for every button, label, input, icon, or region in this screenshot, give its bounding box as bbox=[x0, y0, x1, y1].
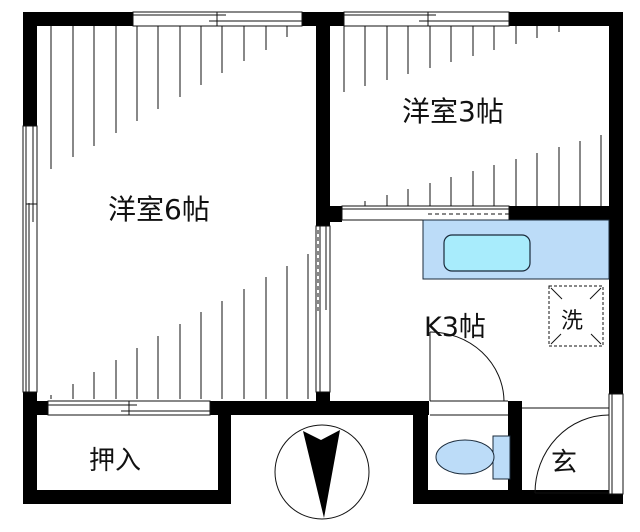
toilet bbox=[435, 435, 511, 480]
toilet-door bbox=[429, 331, 508, 416]
entrance-door bbox=[522, 407, 610, 494]
room-label-western-3: 洋室3帖 bbox=[402, 95, 504, 128]
room-label-closet: 押入 bbox=[89, 446, 141, 476]
north-compass-icon bbox=[274, 424, 370, 520]
washer-space bbox=[548, 285, 604, 347]
bathtub bbox=[422, 219, 610, 280]
room-label-kitchen: K3帖 bbox=[424, 312, 486, 343]
room-label-western-6: 洋室6帖 bbox=[108, 193, 210, 226]
windows bbox=[22, 11, 624, 495]
flooring-hatch-6 bbox=[50, 26, 309, 399]
flooring-hatch-3 bbox=[343, 26, 602, 206]
room-label-entrance: 玄 bbox=[551, 448, 577, 478]
walls bbox=[23, 12, 623, 504]
washer-label: 洗 bbox=[561, 309, 583, 334]
